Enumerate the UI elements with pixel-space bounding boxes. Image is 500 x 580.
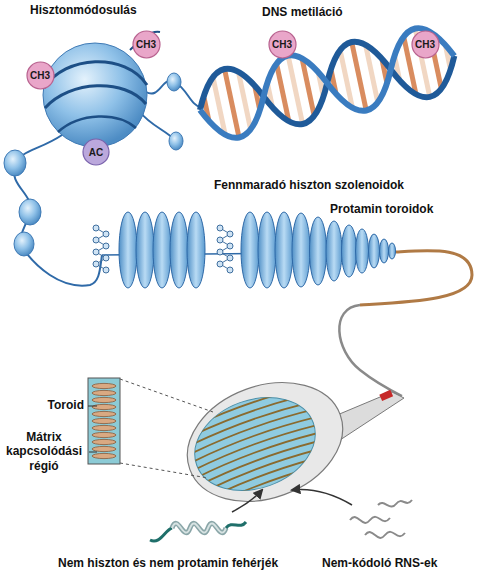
methyl-tag: CH3 xyxy=(26,61,55,90)
tag-circle xyxy=(133,31,160,58)
tag-circle xyxy=(27,62,54,89)
part-label: Fennmaradó hiszton szolenoidok xyxy=(214,178,404,192)
part-label: Protamin toroidok xyxy=(330,202,433,216)
part-label: Toroid xyxy=(48,398,84,412)
methyl-tag: CH3 xyxy=(411,30,440,59)
node-text: CH3 xyxy=(415,39,435,50)
part-label: Hisztonmódosulás xyxy=(30,3,137,17)
methyl-tag: CH3 xyxy=(132,30,161,59)
node-text: AC xyxy=(89,147,103,158)
tag-circle xyxy=(269,31,296,58)
part-label: Nem-kódoló RNS-ek xyxy=(322,556,437,570)
node-text: CH3 xyxy=(30,70,50,81)
acetyl-tag: AC xyxy=(82,138,110,166)
part-label: DNS metiláció xyxy=(262,5,343,19)
part-label: Mátrix kapcsolódási régió xyxy=(2,430,86,473)
part-label: Nem hiszton és nem protamin fehérjék xyxy=(58,556,278,570)
node-text: CH3 xyxy=(136,39,156,50)
tag-circle xyxy=(412,31,439,58)
node-text: CH3 xyxy=(272,39,292,50)
methyl-tag: CH3 xyxy=(268,30,297,59)
tag-circle xyxy=(83,139,109,165)
